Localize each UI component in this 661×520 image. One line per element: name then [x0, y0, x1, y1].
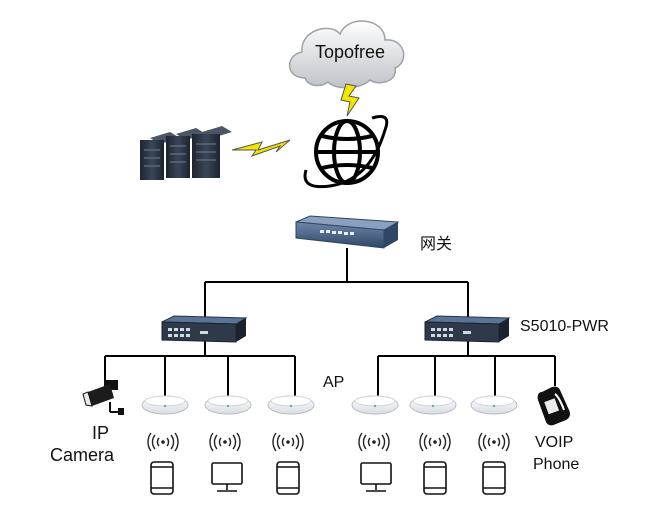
poe-switch-icon	[161, 315, 248, 343]
access-point-icon	[267, 395, 315, 415]
access-point-icon	[409, 395, 457, 415]
wifi-signal-icon	[209, 432, 241, 452]
access-point-icon	[351, 395, 399, 415]
gateway-label: 网关	[420, 236, 453, 253]
wifi-signal-icon	[358, 432, 390, 452]
gateway-router-icon	[295, 215, 400, 249]
wifi-signal-icon	[419, 432, 451, 452]
monitor-icon	[360, 462, 392, 492]
smartphone-icon	[423, 461, 447, 495]
cloud-label: Topofree	[314, 42, 386, 62]
access-point-row	[141, 395, 518, 415]
server-rack-icon	[140, 126, 232, 180]
camera-label: IP Camera	[50, 422, 130, 466]
voip-label-line1: VOIP	[535, 434, 574, 451]
connection-lines	[104, 248, 556, 396]
access-point-icon	[470, 395, 518, 415]
switch-label: S5010-PWR	[520, 318, 609, 335]
camera-label-line2: Camera	[50, 445, 115, 465]
cloud-icon	[288, 20, 405, 89]
voip-label-line2: Phone	[533, 456, 580, 473]
wifi-signal-row	[147, 432, 510, 452]
lightning-bolt-icon	[340, 83, 360, 117]
access-point-icon	[204, 395, 252, 415]
poe-switch-icon	[424, 315, 511, 343]
wifi-signal-icon	[272, 432, 304, 452]
globe-icon	[303, 115, 389, 189]
wifi-signal-icon	[478, 432, 510, 452]
ip-camera-icon	[82, 380, 124, 415]
smartphone-icon	[276, 461, 300, 495]
client-device-row	[150, 461, 506, 495]
monitor-icon	[211, 462, 243, 492]
wifi-signal-icon	[147, 432, 179, 452]
ap-label: AP	[323, 374, 345, 391]
lightning-bolt-icon	[231, 139, 291, 157]
voip-label: VOIP Phone	[533, 432, 579, 476]
camera-label-line1: IP	[92, 423, 110, 443]
access-point-icon	[141, 395, 189, 415]
smartphone-icon	[150, 461, 174, 495]
voip-phone-icon	[537, 386, 570, 426]
smartphone-icon	[482, 461, 506, 495]
